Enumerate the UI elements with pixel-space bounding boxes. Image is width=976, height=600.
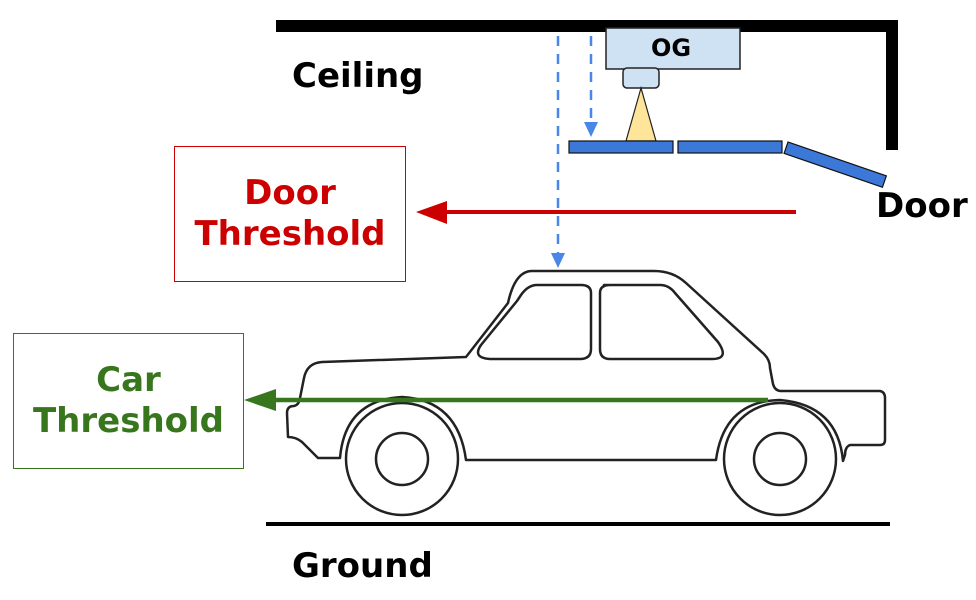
car-window-front [476,283,593,361]
car-threshold-arrowhead [244,389,276,411]
car-body [285,269,887,463]
car-distance-arrowhead [551,253,565,268]
sensor-label: OG [651,34,692,62]
ceiling-label: Ceiling [292,56,424,96]
door-panel-1 [568,140,674,154]
sensor-beam [625,85,657,142]
sensor-body [605,27,741,70]
door-threshold-line2: Threshold [194,214,386,254]
ground-label: Ground [292,546,433,586]
front-wheel-tire [344,401,460,517]
car-threshold-line2: Threshold [32,401,225,441]
door-threshold-arrowhead [416,201,447,224]
door-panel-3-open [783,141,888,188]
door-label: Door [876,186,968,226]
door-threshold-box: Door Threshold [174,146,406,282]
ceiling-beam [276,20,898,32]
sensor-lens [622,67,660,89]
wall [886,20,898,150]
car-threshold-line1: Car [96,359,161,400]
door-panel-2 [677,140,783,154]
ground-line [266,522,890,526]
rear-wheel-hub [752,431,808,487]
rear-wheel-tire [722,401,838,517]
door-distance-arrowhead [584,122,598,137]
car-window-rear [598,283,725,361]
door-threshold-line1: Door [244,172,336,213]
car [285,269,887,517]
front-wheel-hub [374,431,430,487]
car-threshold-box: Car Threshold [13,333,244,469]
